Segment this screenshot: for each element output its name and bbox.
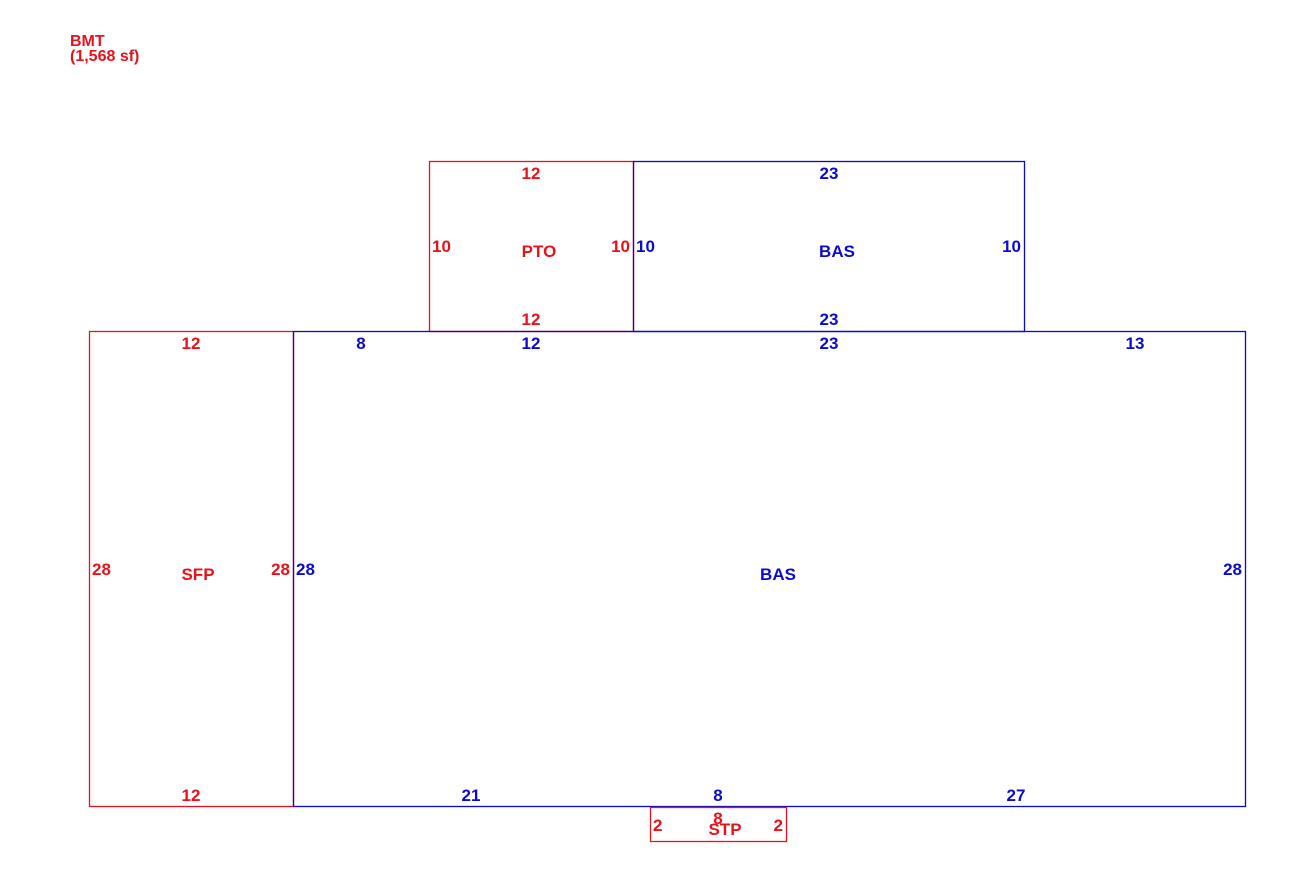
bas-main-dim-top-2: 12 xyxy=(522,334,541,353)
area-bas-main: 8 12 23 13 21 8 27 28 28 BAS xyxy=(292,330,1247,808)
stp-dim-right: 2 xyxy=(774,816,783,835)
bas-upper-dim-right: 10 xyxy=(1002,237,1021,256)
bas-upper-dim-left: 10 xyxy=(636,237,655,256)
bas-main-dim-bottom-1: 21 xyxy=(462,786,481,805)
pto-dim-bottom: 12 xyxy=(522,310,541,329)
sfp-dim-top: 12 xyxy=(182,334,201,353)
bas-upper-dim-bottom: 23 xyxy=(820,310,839,329)
level-label: BMT xyxy=(70,33,105,50)
bas-upper-dim-top: 23 xyxy=(820,164,839,183)
stp-outline xyxy=(649,806,788,843)
stp-dim-top: 8 xyxy=(713,809,722,828)
stp-code-label: STP xyxy=(708,820,741,839)
bas-main-dim-top-1: 8 xyxy=(356,334,365,353)
area-pto: 12 12 10 10 PTO xyxy=(428,160,635,333)
bas-main-dim-top-4: 13 xyxy=(1126,334,1145,353)
bas-main-dim-top-3: 23 xyxy=(820,334,839,353)
area-total-label: (1,568 sf) xyxy=(70,48,139,65)
bas-main-dim-left: 28 xyxy=(296,560,315,579)
bas-upper-code-label: BAS xyxy=(819,242,855,261)
area-sfp: 12 12 28 28 SFP xyxy=(88,330,295,808)
bas-main-code-label: BAS xyxy=(760,565,796,584)
sfp-dim-bottom: 12 xyxy=(182,786,201,805)
pto-code-label: PTO xyxy=(522,242,557,261)
bas-main-outline xyxy=(292,330,1247,808)
stp-dim-left: 2 xyxy=(653,816,662,835)
sfp-dim-right: 28 xyxy=(271,560,290,579)
bas-main-dim-right: 28 xyxy=(1223,560,1242,579)
sfp-dim-left: 28 xyxy=(92,560,111,579)
pto-dim-left: 10 xyxy=(432,237,451,256)
pto-dim-right: 10 xyxy=(611,237,630,256)
area-stp: 8 2 2 STP xyxy=(649,806,788,843)
area-bas-upper: 23 23 10 10 BAS xyxy=(632,160,1026,333)
sfp-code-label: SFP xyxy=(181,565,214,584)
bas-main-dim-bottom-3: 27 xyxy=(1007,786,1026,805)
pto-dim-top: 12 xyxy=(522,164,541,183)
bas-main-dim-bottom-2: 8 xyxy=(713,786,722,805)
